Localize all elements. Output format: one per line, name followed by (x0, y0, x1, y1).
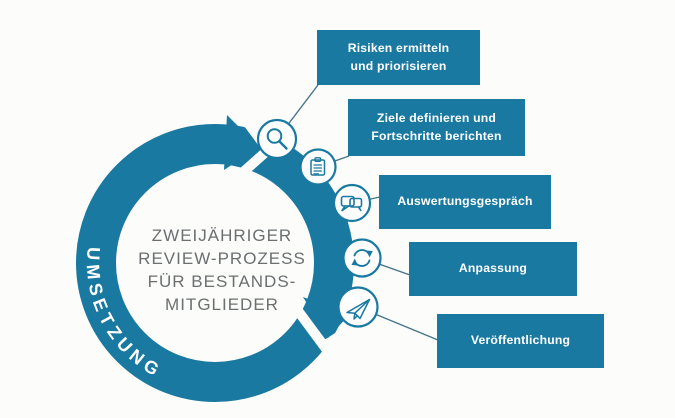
center-title-line: REVIEW-PROZESS (138, 249, 306, 268)
paper-plane-icon (337, 286, 379, 328)
step-box-veroeffentlichung: Veröffentlichung (437, 314, 604, 368)
step-label: Auswertungsgespräch (397, 194, 533, 209)
center-title-line: MITGLIEDER (165, 295, 279, 314)
speech-bubbles-icon (332, 183, 372, 223)
clipboard-icon (299, 148, 337, 186)
step-label: Anpassung (458, 261, 528, 276)
magnifier-icon (256, 118, 298, 160)
ring-arrowhead-bottom (303, 297, 349, 338)
step-label: Veröffentlichung (470, 333, 571, 348)
step-box-ziele: Ziele definieren und Fortschritte berich… (348, 99, 525, 156)
center-title-line: ZWEIJÄHRIGER (151, 226, 293, 245)
step-box-risiken: Risiken ermitteln und priorisieren (317, 30, 480, 85)
step-box-anpassung: Anpassung (409, 242, 577, 296)
cycle-ring (76, 124, 354, 402)
step-label: Ziele definieren und Fortschritte berich… (371, 111, 502, 143)
step-box-auswertungsgespraech: Auswertungsgespräch (379, 175, 551, 229)
refresh-arrows-icon (342, 238, 382, 278)
center-title-line: FÜR BESTANDS- (147, 272, 297, 291)
ring-gap-bottom (285, 297, 357, 353)
cycle-center-title: ZWEIJÄHRIGER REVIEW-PROZESS FÜR BESTANDS… (112, 224, 332, 316)
ring-arrowhead-top (224, 115, 259, 170)
step-label: Risiken ermitteln und priorisieren (347, 41, 450, 73)
